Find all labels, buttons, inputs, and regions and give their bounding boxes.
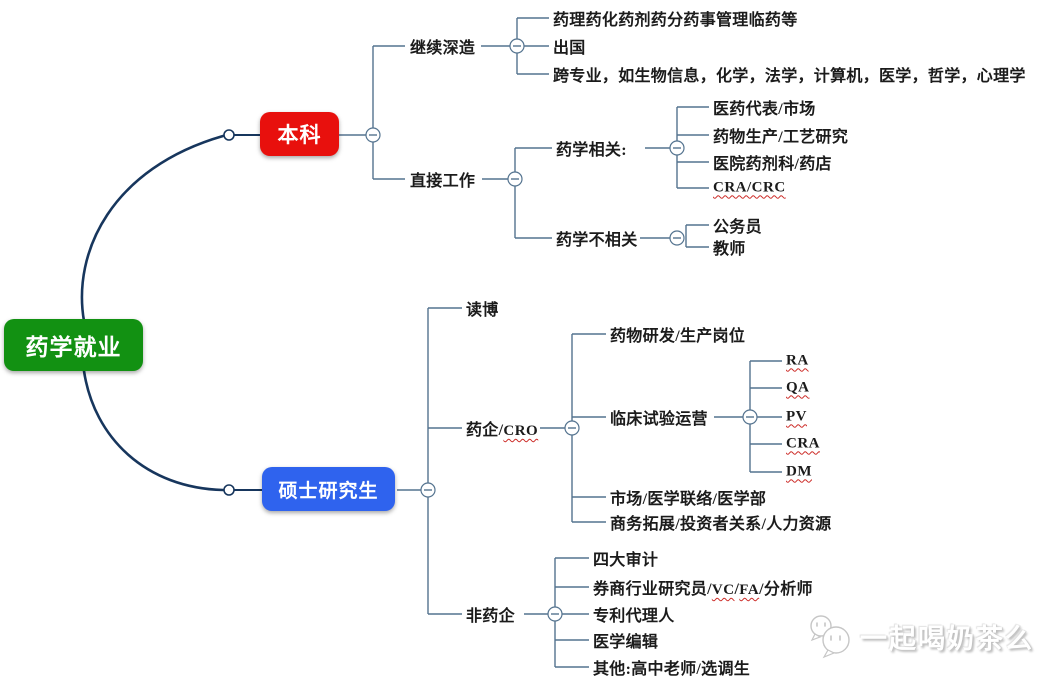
collapse-toggle[interactable] bbox=[365, 127, 381, 143]
node-hospital-pharmacy[interactable]: 医院药剂科/药店 bbox=[713, 156, 832, 173]
pharma-cro-en: CRO bbox=[503, 423, 539, 439]
securities-cn1: 券商行业研究员/ bbox=[593, 581, 712, 598]
node-fs-cross-major[interactable]: 跨专业，如生物信息，化学，法学，计算机，医学，哲学，心理学 bbox=[553, 68, 1026, 85]
node-patent-agent[interactable]: 专利代理人 bbox=[593, 608, 675, 625]
securities-slash: / bbox=[734, 581, 740, 598]
node-other-teacher-xuandiao[interactable]: 其他:高中老师/选调生 bbox=[593, 661, 751, 678]
node-civil-servant[interactable]: 公务员 bbox=[713, 219, 762, 236]
pharma-cro-cn: 药企/ bbox=[466, 422, 504, 439]
node-rnd-production[interactable]: 药物研发/生产岗位 bbox=[610, 328, 746, 345]
collapse-toggle[interactable] bbox=[507, 171, 523, 187]
node-root[interactable]: 药学就业 bbox=[4, 319, 143, 371]
node-drug-production[interactable]: 药物生产/工艺研究 bbox=[713, 129, 849, 146]
securities-vc: VC bbox=[711, 582, 735, 598]
trunk-lines bbox=[234, 134, 262, 491]
branch-junction bbox=[223, 129, 235, 141]
root-curve-top bbox=[80, 134, 225, 323]
node-clinical-trial-ops[interactable]: 临床试验运营 bbox=[610, 411, 708, 428]
securities-cn2: /分析师 bbox=[759, 581, 813, 598]
collapse-toggle[interactable] bbox=[669, 140, 685, 156]
watermark: 一起喝奶茶么 bbox=[806, 612, 1034, 660]
node-non-pharma[interactable]: 非药企 bbox=[466, 608, 515, 625]
node-direct-work[interactable]: 直接工作 bbox=[410, 173, 476, 190]
branch-junction bbox=[223, 484, 235, 496]
securities-fa: FA bbox=[739, 582, 760, 598]
collapse-toggle[interactable] bbox=[509, 38, 525, 54]
node-pharma-cro[interactable]: 药企/CRO bbox=[466, 416, 538, 440]
chat-bubbles-icon bbox=[810, 615, 850, 659]
node-ra[interactable]: RA bbox=[786, 352, 809, 369]
node-teacher[interactable]: 教师 bbox=[713, 241, 746, 258]
watermark-text: 一起喝奶茶么 bbox=[860, 623, 1034, 654]
root-curve-bottom bbox=[82, 369, 225, 492]
node-dm[interactable]: DM bbox=[786, 463, 812, 480]
collapse-toggle[interactable] bbox=[420, 482, 436, 498]
node-further-study[interactable]: 继续深造 bbox=[410, 40, 476, 57]
node-bd-ir-hr[interactable]: 商务拓展/投资者关系/人力资源 bbox=[610, 516, 832, 533]
node-bachelor[interactable]: 本科 bbox=[260, 112, 339, 156]
node-cra-crc[interactable]: CRA/CRC bbox=[713, 179, 786, 196]
collapse-toggle[interactable] bbox=[742, 409, 758, 425]
node-cra[interactable]: CRA bbox=[786, 435, 820, 452]
node-fs-majors[interactable]: 药理药化药剂药分药事管理临药等 bbox=[553, 12, 798, 29]
collapse-toggle[interactable] bbox=[564, 420, 580, 436]
node-phd[interactable]: 读博 bbox=[466, 302, 499, 319]
node-fs-abroad[interactable]: 出国 bbox=[553, 40, 586, 57]
node-big4-audit[interactable]: 四大审计 bbox=[593, 552, 659, 569]
node-pv[interactable]: PV bbox=[786, 408, 807, 425]
node-medical-editor[interactable]: 医学编辑 bbox=[593, 634, 659, 651]
node-market-medical-affairs[interactable]: 市场/医学联络/医学部 bbox=[610, 491, 767, 508]
collapse-toggle[interactable] bbox=[547, 606, 563, 622]
node-securities-analyst[interactable]: 券商行业研究员/VC/FA/分析师 bbox=[593, 575, 813, 599]
collapse-toggle[interactable] bbox=[669, 230, 685, 246]
node-pharma-unrelated[interactable]: 药学不相关 bbox=[556, 232, 638, 249]
node-qa[interactable]: QA bbox=[786, 379, 810, 396]
node-medical-rep[interactable]: 医药代表/市场 bbox=[713, 101, 816, 118]
node-master[interactable]: 硕士研究生 bbox=[262, 467, 395, 511]
node-pharma-related[interactable]: 药学相关: bbox=[556, 142, 627, 159]
